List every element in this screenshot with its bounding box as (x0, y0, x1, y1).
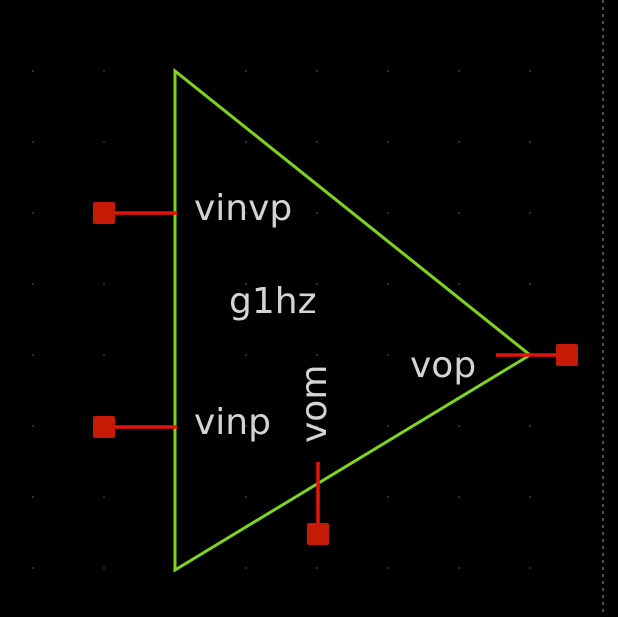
grid-dot (387, 141, 389, 143)
grid-dot (458, 141, 460, 143)
grid-dot (529, 70, 531, 72)
pin-vop-marker[interactable] (556, 344, 578, 366)
grid-dot (245, 496, 247, 498)
grid-dot (458, 567, 460, 569)
amplifier-triangle-outline[interactable] (173, 67, 533, 573)
grid-dot (387, 425, 389, 427)
grid-dot (32, 70, 34, 72)
grid-dot (316, 70, 318, 72)
grid-dot (103, 354, 105, 356)
grid-dot (529, 212, 531, 214)
grid-dot (103, 496, 105, 498)
grid-dot (387, 567, 389, 569)
grid-dot (245, 70, 247, 72)
pin-vom-label: vom (294, 365, 335, 443)
pin-vinvp-label: vinvp (194, 188, 292, 229)
pin-vinp-label: vinp (194, 402, 271, 443)
pin-vinp-marker[interactable] (93, 416, 115, 438)
pin-vom[interactable]: vom (294, 365, 335, 545)
grid-dot (529, 567, 531, 569)
grid-dot (316, 212, 318, 214)
pin-vop-label: vop (410, 345, 476, 386)
grid-dot (32, 212, 34, 214)
grid-dot (32, 283, 34, 285)
grid-dot (387, 70, 389, 72)
grid-dot (529, 283, 531, 285)
grid-dot (316, 425, 318, 427)
pin-vinvp-marker[interactable] (93, 202, 115, 224)
grid-dot (458, 496, 460, 498)
grid-dot (458, 283, 460, 285)
grid-dot (32, 354, 34, 356)
grid-dot (387, 212, 389, 214)
pin-vinp[interactable]: vinp (93, 402, 271, 443)
pin-vinvp[interactable]: vinvp (93, 188, 292, 229)
grid-dot (387, 283, 389, 285)
grid-dot (245, 283, 247, 285)
grid-dot (245, 425, 247, 427)
grid-dot (458, 70, 460, 72)
grid-dot (32, 567, 34, 569)
grid-dot (458, 425, 460, 427)
grid-dot (32, 496, 34, 498)
grid-dot (103, 70, 105, 72)
cell-name-label: g1hz (229, 281, 316, 322)
grid-dot (316, 141, 318, 143)
grid-dot (529, 496, 531, 498)
grid-dot (458, 212, 460, 214)
grid-dot (103, 567, 105, 569)
grid-dot (316, 354, 318, 356)
grid-dot (529, 141, 531, 143)
grid-dot (245, 212, 247, 214)
grid-dot (316, 283, 318, 285)
grid-dot (245, 567, 247, 569)
pin-vom-marker[interactable] (307, 523, 329, 545)
pin-vop[interactable]: vop (410, 344, 578, 386)
grid-dot (458, 354, 460, 356)
grid-dot (245, 141, 247, 143)
grid-dot (103, 283, 105, 285)
grid-dot (245, 354, 247, 356)
grid-dot (32, 425, 34, 427)
grid-dot (103, 141, 105, 143)
grid-dot (32, 141, 34, 143)
grid-dot (316, 567, 318, 569)
grid-dot (387, 354, 389, 356)
grid-dot (387, 496, 389, 498)
grid-dot (529, 425, 531, 427)
